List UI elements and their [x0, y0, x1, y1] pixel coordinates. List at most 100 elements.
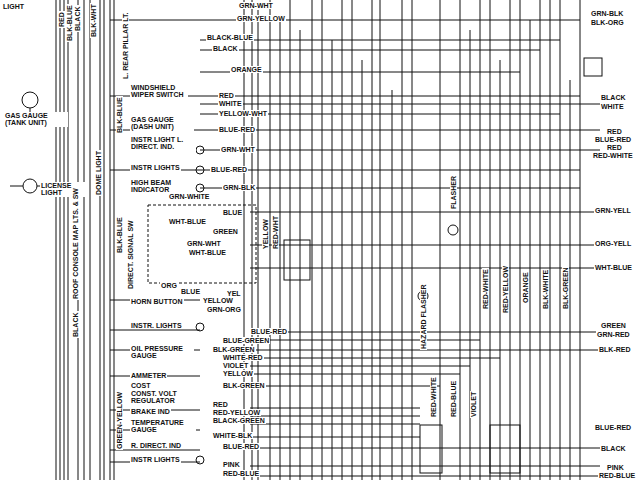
wire-label: WHT-BLUE: [168, 218, 207, 225]
wire-label: GRN-ORG: [206, 306, 242, 313]
connector-block: [490, 425, 520, 473]
wire-label: BLK-GREEN: [562, 266, 569, 310]
wire-label: ORG-YELL: [594, 240, 632, 247]
wire-label: WHITE: [218, 100, 243, 107]
wire-label: RED: [58, 11, 65, 28]
wire-label: INSTR LIGHTS: [130, 456, 181, 463]
lamp-symbol: [196, 166, 204, 174]
wire-label: BRAKE IND: [130, 408, 171, 415]
wire-label: BLK-BLUE: [66, 4, 73, 42]
wire-label: OIL PRESSURE GAUGE: [130, 345, 194, 360]
wire-label: RED-BLUE: [222, 470, 260, 477]
wire-label: GREEN: [212, 228, 239, 235]
wire-label: BLUE-RED: [222, 443, 260, 450]
wire-label: BLACK: [74, 6, 81, 33]
wire-label: GREEN-YELLOW: [116, 391, 123, 450]
wire-label: L. REAR PILLAR LT.: [122, 12, 129, 80]
wire-label: RED-WHITE: [430, 376, 437, 418]
wire-label: PINK: [222, 461, 241, 468]
wire-label: YELLOW: [202, 297, 234, 304]
wire-label: HIGH BEAM INDICATOR: [130, 179, 190, 194]
wire-label: BLK-BLUE: [116, 216, 123, 254]
lamp-symbol: [196, 323, 204, 331]
wire-label: RED-YELLOW: [212, 409, 261, 416]
wire-label: BLACK-BLUE: [206, 34, 254, 41]
wire-label: ORANGE: [522, 271, 529, 304]
wire-label: BLK-GREEN: [222, 382, 266, 389]
wire-label: BLUE-RED: [594, 424, 632, 431]
lamp-symbol: [196, 184, 204, 192]
wire-label: GRN-YELL: [594, 207, 632, 214]
wire-label: GREEN: [600, 322, 627, 329]
wire-label: YELLOW: [222, 370, 254, 377]
wire-label: WHITE-BLK: [212, 432, 253, 439]
wire-label: BLUE: [222, 209, 243, 216]
connector-block: [420, 425, 442, 473]
wire-label: INSTR LIGHT L. DIRECT. IND.: [130, 136, 196, 151]
wire-label: ORG: [160, 282, 178, 289]
flasher-symbol: [448, 225, 458, 235]
harness-bundle: [56, 0, 114, 480]
wire-label: WHITE: [600, 103, 625, 110]
wire-label: RED-WHITE: [592, 152, 634, 159]
wire-label: RED: [606, 144, 623, 151]
wire-label: YELLOW: [262, 218, 269, 250]
wire-label: WHT-BLUE: [594, 264, 633, 271]
wire-label: COST: [130, 382, 151, 389]
wire-label: BLK-GREEN: [212, 346, 256, 353]
lamp-symbol: [196, 146, 204, 154]
wire-label: RED-WHITE: [482, 268, 489, 310]
wire-label: BLACK-GREEN: [212, 417, 266, 424]
wire-label: RED: [606, 128, 623, 135]
wire-label: BLACK: [212, 45, 239, 52]
wire-label: BLACK: [600, 445, 627, 452]
wire-label: TEMPERATURE GAUGE: [130, 419, 196, 434]
wire-label: ORANGE: [230, 66, 263, 73]
connector-block: [284, 240, 310, 280]
wire-label: BLK-WHT: [90, 3, 97, 38]
wire-label: INSTR. LIGHTS: [130, 322, 183, 329]
wire-label: BLUE-RED: [250, 328, 288, 335]
wire-label: GRN-WHT: [186, 240, 222, 247]
wire-label: FLASHER: [450, 175, 457, 210]
wire-label: BLK-ORG: [590, 19, 625, 26]
wire-label: GRN-RED: [596, 331, 631, 338]
wire-label: BLK-RED: [598, 346, 632, 353]
wire-label: VIOLET: [222, 362, 249, 369]
wire-label: ROOF CONSOLE MAP LTS. & SW: [72, 187, 79, 300]
wire-label: RED-BLUE: [598, 472, 636, 479]
gauge-symbol: [22, 92, 38, 108]
wire-label: BLUE-RED: [218, 126, 256, 133]
wire-label: BLK-WHITE: [542, 269, 549, 310]
wire-label: BLUE-RED: [210, 166, 248, 173]
wire-label: BLUE: [180, 288, 201, 295]
wire-label: BLACK: [600, 94, 627, 101]
wire-label: DOME LIGHT: [95, 150, 102, 196]
wire-label: WINDSHIELD WIPER SWITCH: [130, 84, 188, 99]
wire-label: RED-WHT: [272, 215, 279, 250]
wire-label: BLUE-GREEN: [222, 337, 270, 344]
wire-label: HAZARD FLASHER: [420, 283, 427, 350]
wire-label: CONST. VOLT REGULATOR: [130, 390, 194, 405]
wire-label: VIOLET: [470, 391, 477, 418]
wire-label: LIGHT: [2, 3, 25, 10]
wire-label: GAS GAUGE (DASH UNIT): [130, 116, 194, 131]
wire-label: PINK: [606, 464, 625, 471]
wire-label: GAS GAUGE (TANK UNIT): [4, 112, 68, 127]
wire-label: BLK-BLUE: [116, 96, 123, 134]
wire-label: HORN BUTTON: [130, 298, 184, 305]
wire-label: DIRECT. SIGNAL SW: [127, 219, 134, 290]
wire-label: INSTR LIGHTS: [130, 164, 181, 171]
wire-label: RED-BLUE: [450, 380, 457, 418]
wire-label: R. DIRECT. IND: [130, 442, 182, 449]
wire-label: GRN-BLK: [590, 10, 624, 17]
wire-label: RED: [218, 92, 235, 99]
wire-label: GRN-BLK: [222, 184, 256, 191]
wire-label: BLUE-RED: [594, 136, 632, 143]
wire-label: AMMETER: [130, 372, 167, 379]
signal-switch-outline: [148, 205, 256, 283]
wire-label: WHITE-RED: [222, 354, 264, 361]
connector-block: [584, 58, 602, 76]
